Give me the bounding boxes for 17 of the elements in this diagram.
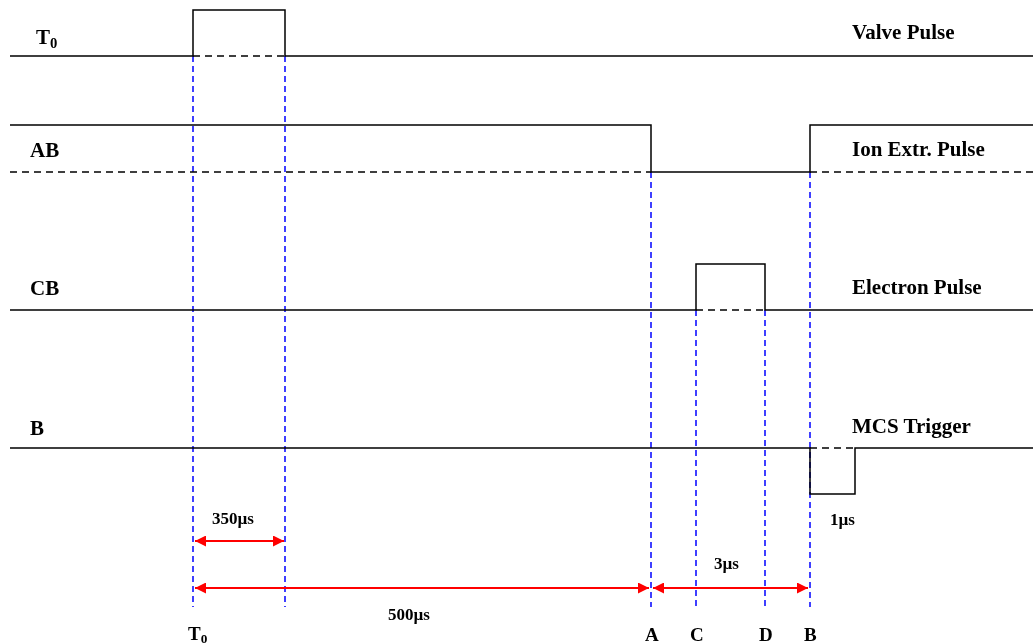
duration-label: 3µs [714,555,739,572]
time-marker: B [804,625,817,644]
signal-name: B [30,418,44,439]
signal-name: AB [30,140,60,161]
time-marker: D [759,625,773,644]
signal-label: MCS Trigger [852,416,971,437]
signal-name: CB [30,278,60,299]
duration-label: 1µs [830,511,855,528]
time-marker: C [690,625,704,644]
duration-label: 350µs [212,510,254,527]
signal-label: Electron Pulse [852,277,982,298]
duration-label: 500µs [388,606,430,623]
signal-name: T$_{0}$ [36,27,58,51]
time-marker: T$_{0}$ [188,624,208,644]
signal-label: Ion Extr. Pulse [852,139,985,160]
signal-label: Valve Pulse [852,22,955,43]
time-marker: A [645,625,659,644]
